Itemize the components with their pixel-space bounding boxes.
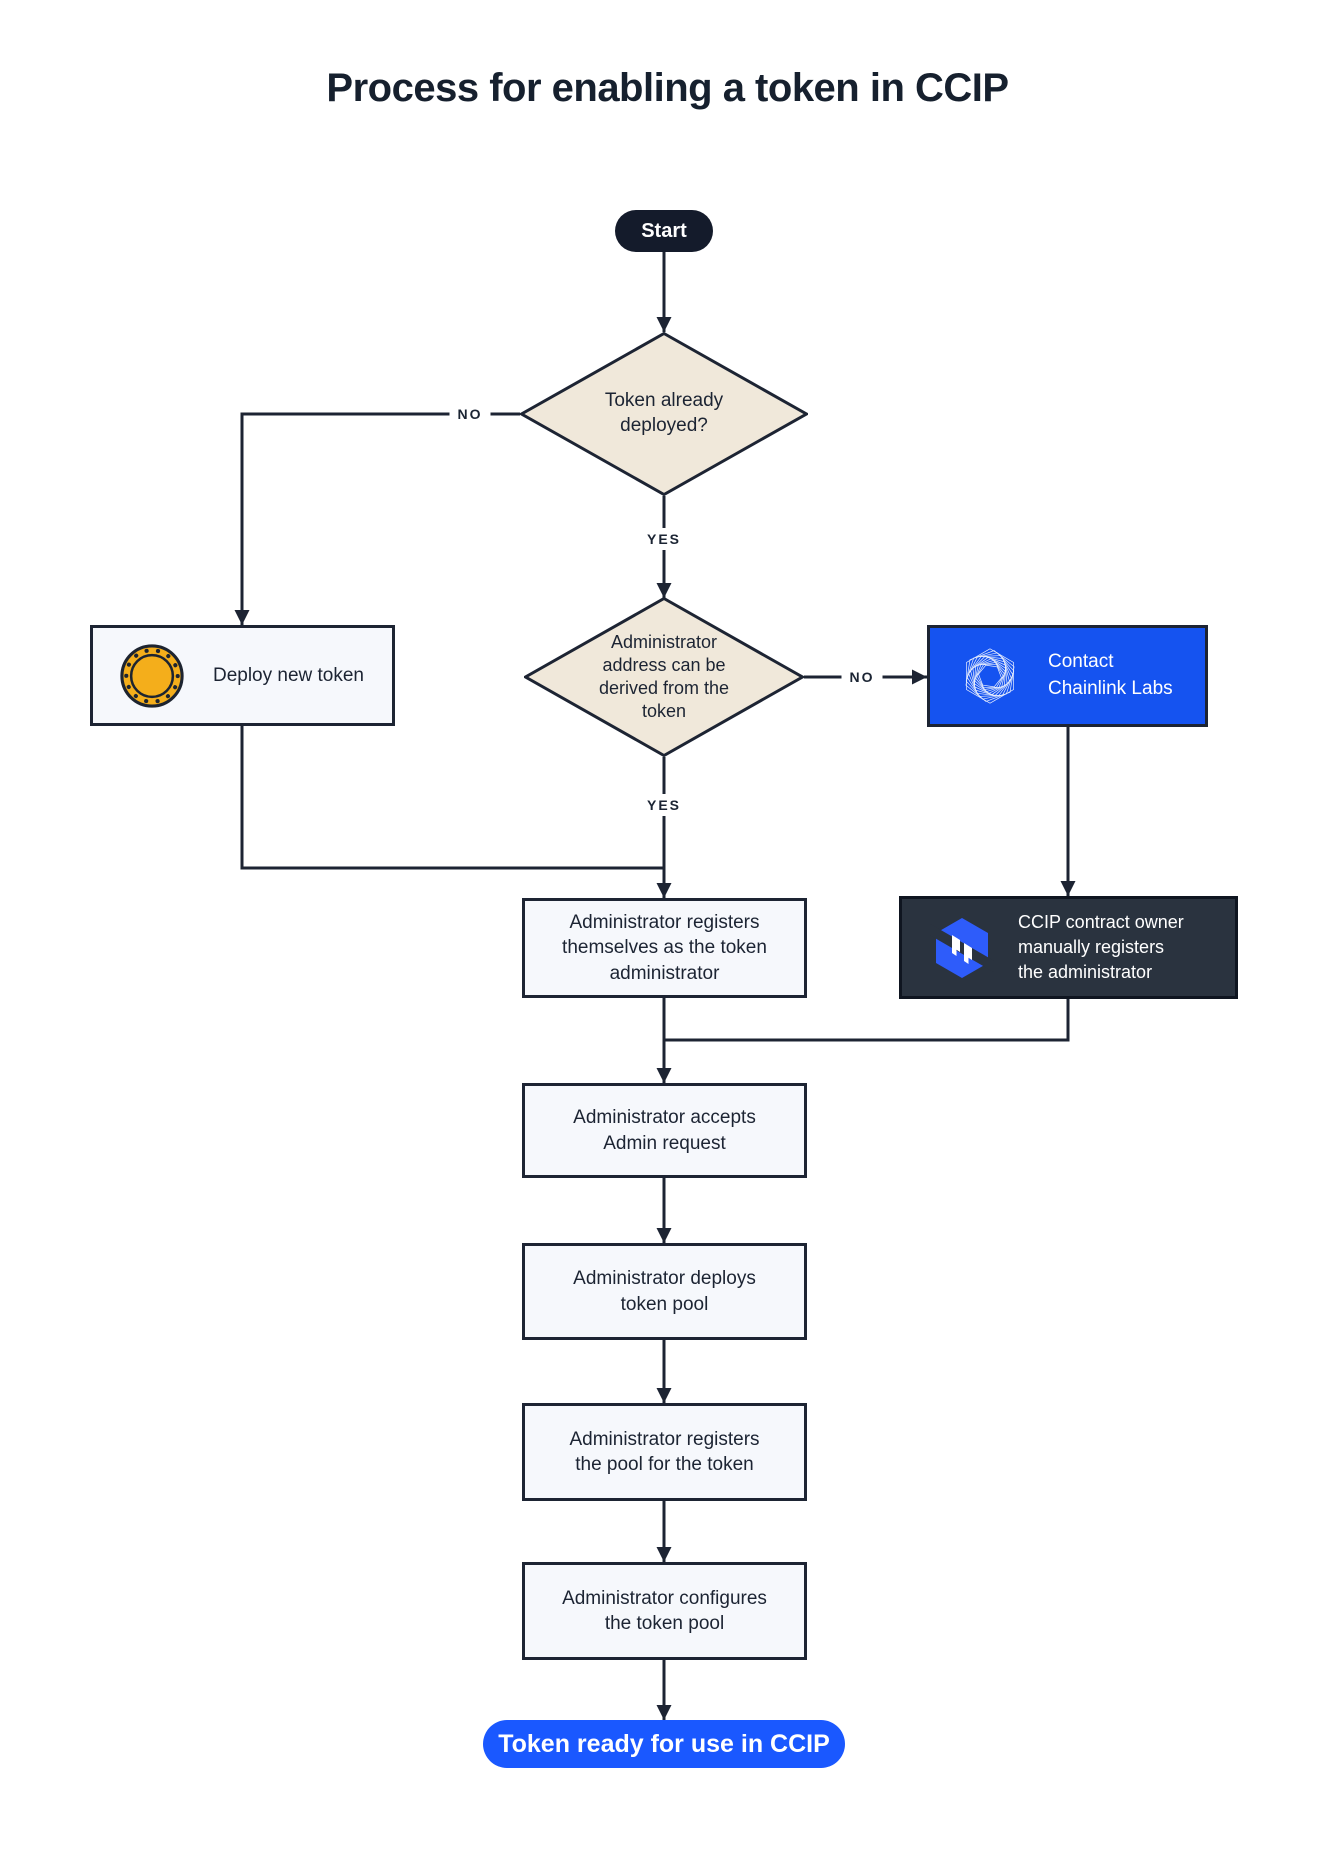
manual-register-node: CCIP contract owner manually registers t… — [899, 896, 1238, 999]
start-node: Start — [615, 210, 713, 252]
token-coin-icon — [120, 643, 184, 708]
chainlink-labs-logo-icon — [961, 646, 1019, 706]
decision-admin-derived: Administrator address can be derived fro… — [598, 631, 730, 722]
accept-request-node: Administrator accepts Admin request — [522, 1083, 807, 1178]
manual-register-label: CCIP contract owner manually registers t… — [1018, 912, 1184, 982]
configure-pool-node: Administrator configures the token pool — [522, 1562, 807, 1660]
deploy-pool-node: Administrator deploys token pool — [522, 1243, 807, 1340]
branch-label-no-token-deployed: NO — [449, 403, 491, 425]
decision-admin-derived-shape — [524, 597, 804, 757]
register-self-node: Administrator registers themselves as th… — [522, 898, 807, 998]
branch-label-no-admin-derived: NO — [841, 666, 883, 688]
ccip-logo-icon — [930, 917, 994, 978]
deploy-new-token-label: Deploy new token — [212, 664, 365, 686]
register-pool-node: Administrator registers the pool for the… — [522, 1403, 807, 1501]
token-ready-node: Token ready for use in CCIP — [483, 1720, 845, 1768]
page-title: Process for enabling a token in CCIP — [326, 66, 1009, 110]
branch-label-yes-admin-derived: YES — [638, 794, 690, 816]
decision-token-deployed: Token already deployed? — [604, 390, 724, 436]
branch-label-yes-token-deployed: YES — [638, 528, 690, 550]
contact-chainlink-labs-node: Contact Chainlink Labs — [927, 625, 1208, 727]
contact-chainlink-labs-label: Contact Chainlink Labs — [1048, 651, 1173, 699]
decision-token-deployed-shape — [520, 332, 808, 496]
deploy-new-token-node: Deploy new token — [90, 625, 395, 726]
